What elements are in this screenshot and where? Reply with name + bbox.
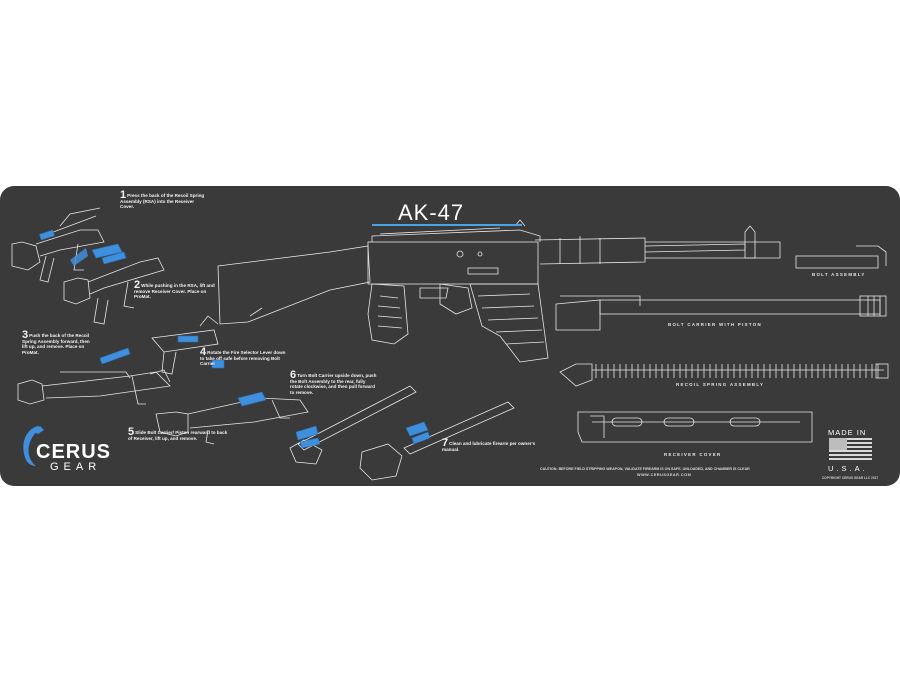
step4-drawing (151, 315, 219, 375)
step-number: 1 (120, 189, 127, 201)
step-number: 3 (22, 329, 29, 341)
step-text: Slide Bolt Carrier/ Piston rearward to b… (128, 430, 228, 441)
label-bolt-carrier: BOLT CARRIER WITH PISTON (668, 322, 762, 327)
brand-sub: GEAR (50, 461, 102, 473)
step-5: 5Slide Bolt Carrier/ Piston rearward to … (128, 427, 228, 441)
caution-text: CAUTION: BEFORE FIELD STRIPPING WEAPON, … (540, 467, 750, 471)
copyright-text: COPYRIGHT CERUS GEAR LLC 2017 (822, 476, 879, 480)
step-7: 7Clean and lubricate firearm per owner's… (442, 438, 538, 452)
step-number: 7 (442, 437, 449, 449)
step-1: 1Press the back of the Recoil Spring Ass… (120, 190, 208, 210)
bolt-assembly-drawing (795, 245, 887, 269)
recoil-spring-drawing (559, 363, 889, 387)
step6-drawing (289, 385, 515, 481)
made-in-label: MADE IN (828, 428, 867, 437)
label-bolt-assembly: BOLT ASSEMBLY (812, 272, 866, 277)
label-receiver-cover: RECEIVER COVER (664, 452, 722, 457)
main-rifle (217, 219, 781, 363)
step1-drawing (11, 207, 105, 283)
cerus-logo-icon (23, 426, 44, 466)
step3-drawing (17, 369, 171, 405)
step-2: 2While pushing in the RSA, lift and remo… (134, 280, 216, 300)
step-6: 6Turn Bolt Carrier upside down, push the… (290, 370, 378, 395)
brand-name: CERUS (36, 441, 112, 463)
label-recoil-spring: RECOIL SPRING ASSEMBLY (676, 382, 765, 387)
receiver-cover-drawing (577, 411, 813, 443)
step-text: While pushing in the RSA, lift and remov… (134, 283, 215, 300)
country-label: U.S.A. (828, 464, 868, 473)
rifle-diagram (11, 207, 889, 481)
step-text: Clean and lubricate firearm per owner's … (442, 441, 536, 452)
step-text: Press the back of the Recoil Spring Asse… (120, 193, 205, 210)
step-4: 4Rotate the Fire Selector Lever down to … (200, 347, 286, 367)
page-title: AK-47 (398, 200, 465, 225)
cleaning-mat: AK-47 1Press the back of the Recoil Spri… (0, 186, 900, 486)
step-text: Push the back of the Recoil Spring Assem… (22, 333, 90, 355)
us-flag-icon (829, 438, 872, 462)
step-3: 3Push the back of the Recoil Spring Asse… (22, 330, 96, 355)
website-text: WWW.CERUSGEAR.COM (637, 473, 692, 477)
step-text: Rotate the Fire Selector Lever down to t… (200, 350, 286, 367)
step-number: 2 (134, 279, 141, 291)
bolt-carrier-drawing (555, 295, 887, 331)
step-number: 6 (290, 369, 297, 381)
step2-drawing (63, 257, 165, 325)
step-number: 4 (200, 346, 207, 358)
step-number: 5 (128, 426, 135, 438)
step-text: Turn Bolt Carrier upside down, push the … (290, 373, 377, 395)
title-underline (372, 224, 522, 226)
